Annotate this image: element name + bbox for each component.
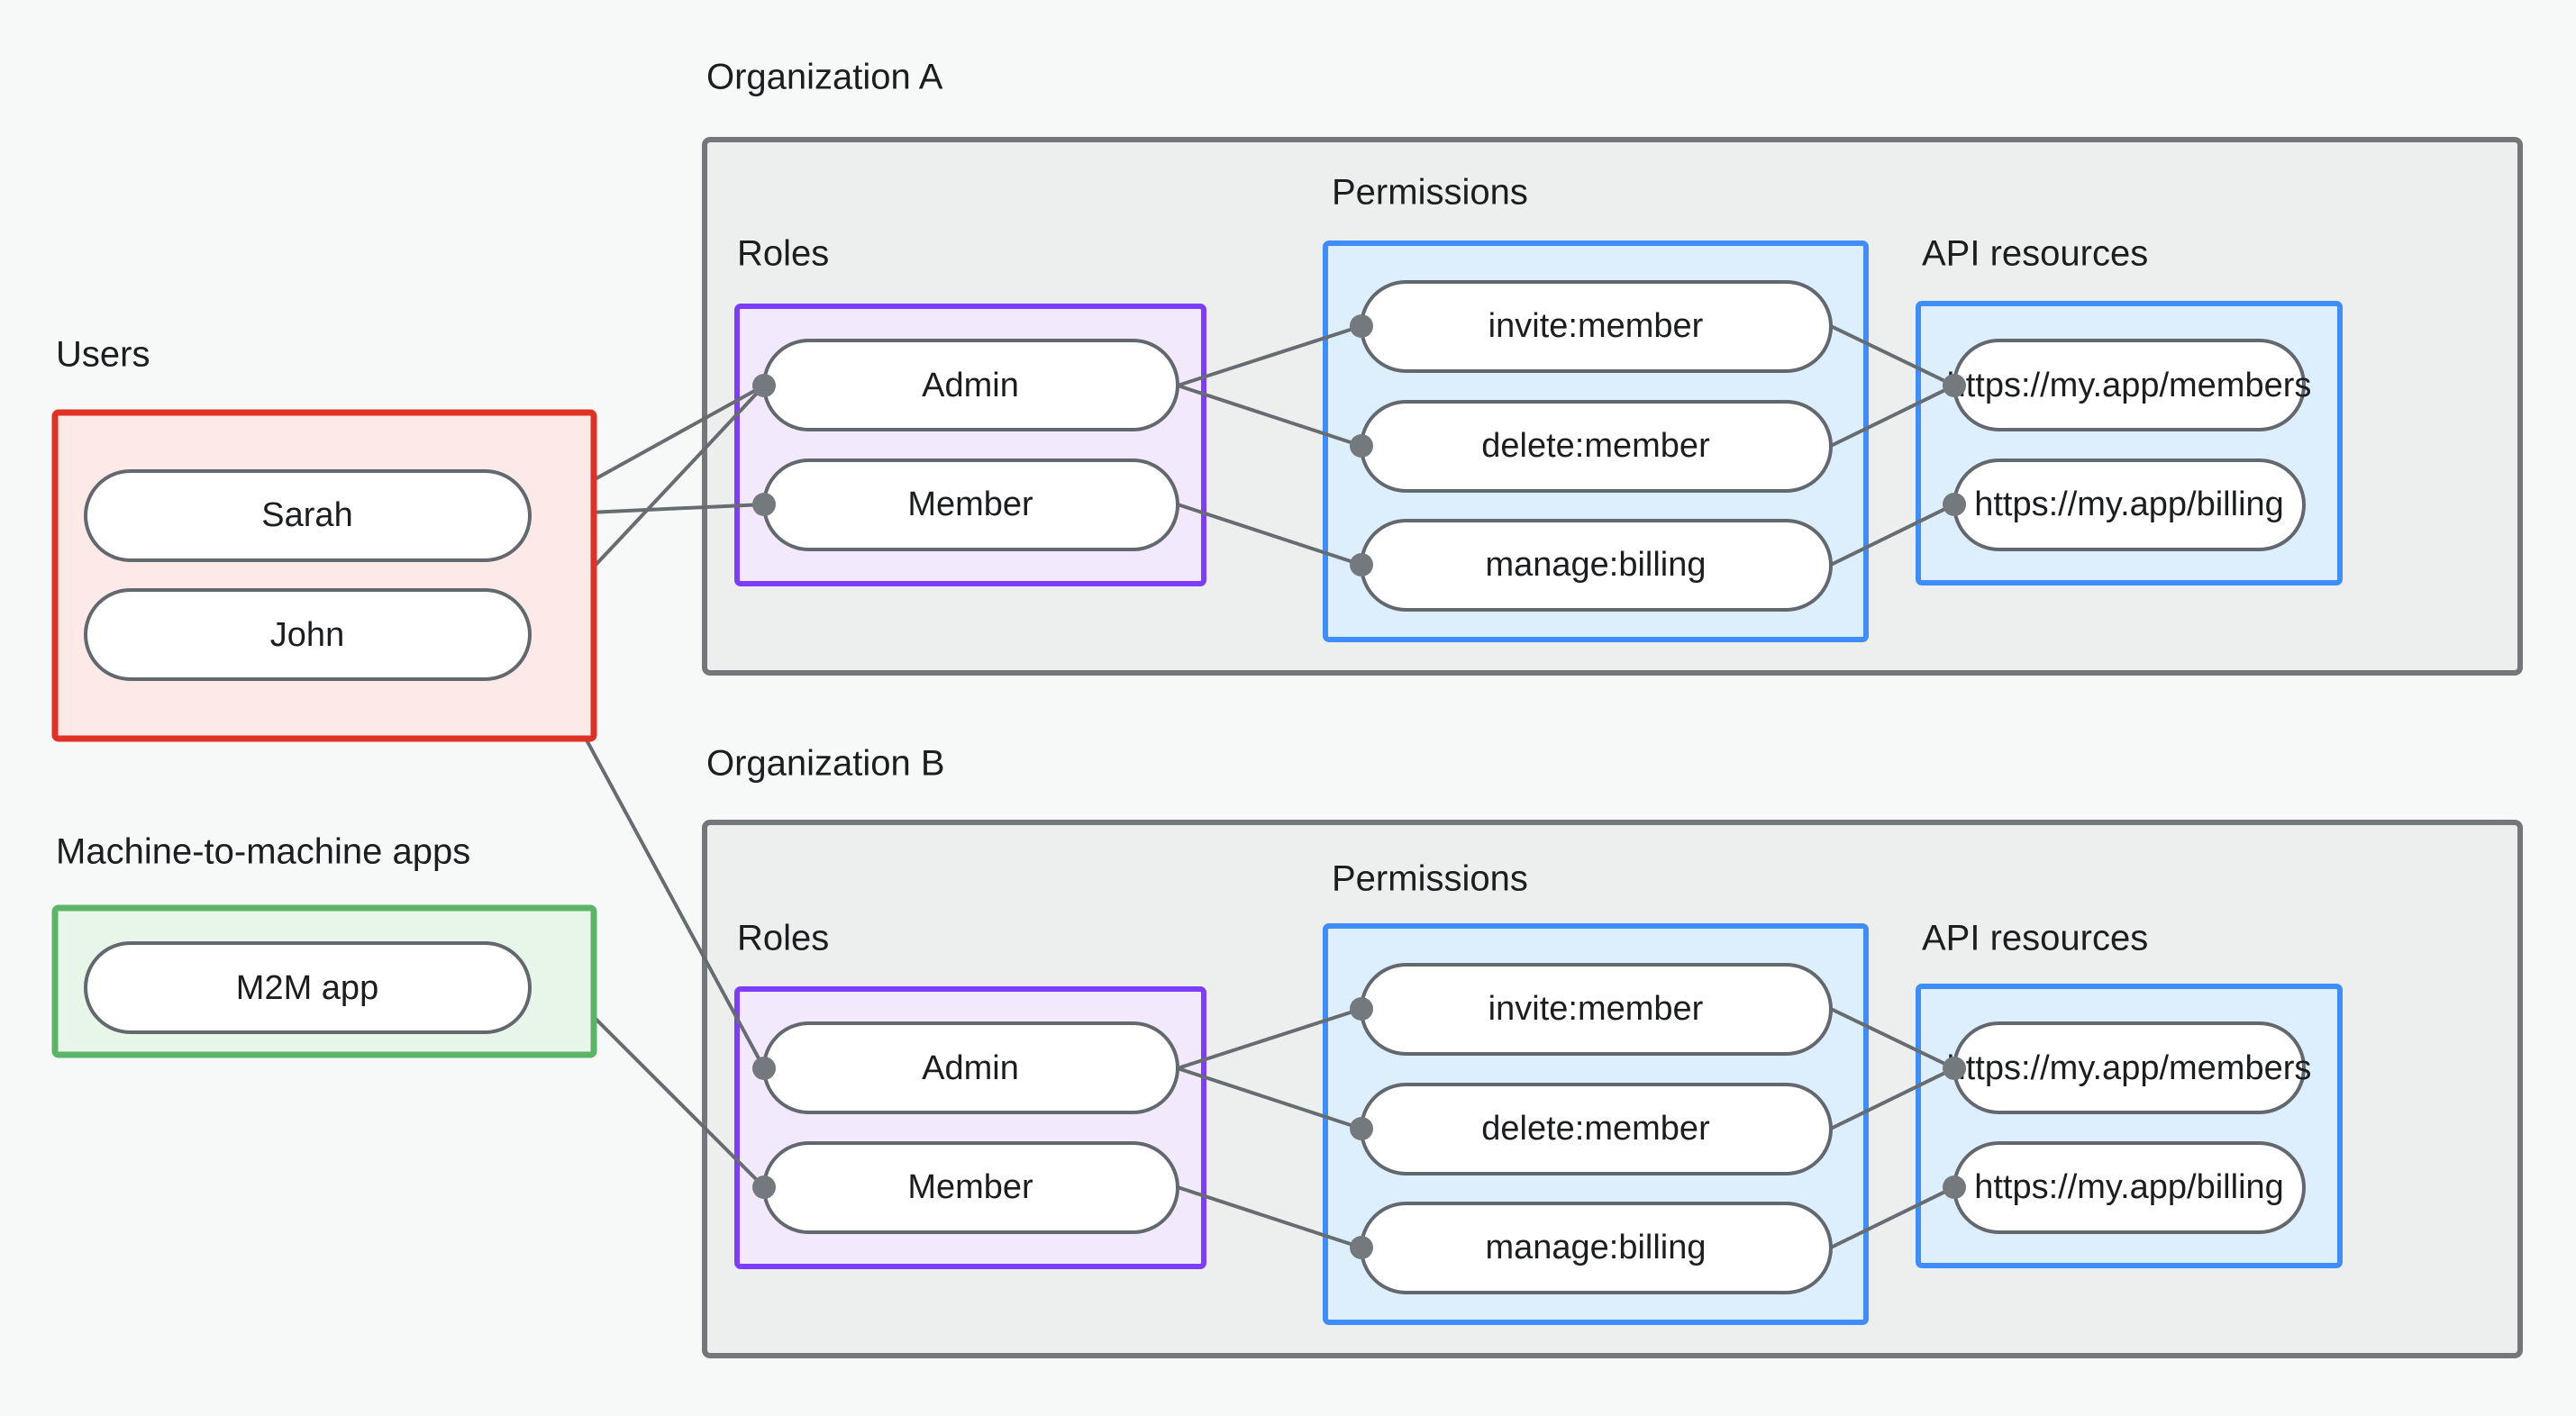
org-b-label: Organization B (706, 744, 945, 784)
user-node-sarah[interactable]: Sarah (84, 469, 532, 562)
org-a-api-resource-billing[interactable]: https://my.app/billing (1952, 458, 2306, 551)
dot-org-b-member (752, 1175, 776, 1199)
org-a-roles-label: Roles (737, 234, 829, 274)
org-b-permission-invite-member-label: invite:member (1488, 990, 1704, 1028)
org-a-role-member[interactable]: Member (762, 458, 1179, 551)
dot-org-b-billing-perm (1350, 1236, 1373, 1259)
edge-invite-members-a (1830, 324, 1955, 387)
dot-org-a-admin (752, 374, 776, 397)
edge-billing-billing-a (1830, 503, 1955, 567)
edge-member-billing-b (1177, 1185, 1362, 1249)
dot-org-b-delete (1350, 1117, 1373, 1140)
org-a-api-resources-label: API resources (1922, 234, 2148, 274)
edge-admin-delete-a (1177, 384, 1362, 448)
org-a-api-resource-members-label: https://my.app/members (1947, 367, 2312, 404)
users-label: Users (56, 335, 150, 375)
org-b-api-resource-members[interactable]: https://my.app/members (1947, 1021, 2312, 1114)
edge-delete-members-b (1830, 1067, 1955, 1130)
org-a-permission-manage-billing-label: manage:billing (1485, 546, 1706, 584)
org-a-permission-invite-member[interactable]: invite:member (1360, 280, 1833, 373)
edge-admin-invite-b (1177, 1007, 1362, 1070)
edge-member-billing-a (1177, 503, 1362, 567)
dot-org-b-members-res (1943, 1057, 1966, 1080)
edge-invite-members-b (1830, 1007, 1955, 1070)
org-a-api-resource-billing-label: https://my.app/billing (1974, 486, 2284, 523)
dot-org-b-invite (1350, 997, 1373, 1021)
org-a-permission-invite-member-label: invite:member (1488, 307, 1704, 345)
org-b-api-resource-members-label: https://my.app/members (1947, 1049, 2312, 1087)
org-b-role-member-label: Member (907, 1168, 1033, 1206)
org-b-permission-delete-member-label: delete:member (1481, 1110, 1710, 1148)
org-b-permission-manage-billing[interactable]: manage:billing (1360, 1202, 1833, 1294)
user-node-john-label: John (270, 616, 344, 654)
user-node-sarah-label: Sarah (261, 496, 352, 534)
org-a-permission-delete-member-label: delete:member (1481, 427, 1710, 465)
dot-org-b-billing-res (1943, 1175, 1966, 1199)
dot-org-a-members-res (1943, 374, 1966, 397)
org-b-api-resource-billing-label: https://my.app/billing (1974, 1168, 2284, 1206)
edge-admin-delete-b (1177, 1067, 1362, 1130)
org-b-role-admin[interactable]: Admin (762, 1021, 1179, 1114)
users-container (51, 409, 597, 742)
org-b-permissions-label: Permissions (1332, 859, 1528, 899)
dot-org-a-delete (1350, 434, 1373, 458)
dot-org-a-billing-res (1943, 493, 1966, 516)
org-a-permission-manage-billing[interactable]: manage:billing (1360, 519, 1833, 612)
org-b-api-resources-label: API resources (1922, 919, 2148, 958)
dot-org-a-member (752, 493, 776, 516)
org-b-api-resource-billing[interactable]: https://my.app/billing (1952, 1141, 2306, 1234)
org-a-api-resource-members[interactable]: https://my.app/members (1947, 339, 2312, 431)
org-a-role-admin-label: Admin (922, 367, 1019, 404)
org-a-role-member-label: Member (907, 486, 1033, 523)
m2m-node-app-label: M2M app (236, 969, 378, 1007)
m2m-node-app[interactable]: M2M app (84, 941, 532, 1034)
org-b-role-admin-label: Admin (922, 1049, 1019, 1087)
edge-admin-invite-a (1177, 324, 1362, 387)
org-b-roles-label: Roles (737, 919, 829, 958)
edge-delete-members-a (1830, 384, 1955, 448)
edge-billing-billing-b (1830, 1185, 1955, 1249)
dot-org-a-invite (1350, 314, 1373, 338)
org-b-permission-invite-member[interactable]: invite:member (1360, 963, 1833, 1056)
org-a-role-admin[interactable]: Admin (762, 339, 1179, 431)
org-a-permission-delete-member[interactable]: delete:member (1360, 400, 1833, 493)
org-b-permission-manage-billing-label: manage:billing (1485, 1229, 1706, 1266)
org-b-permission-delete-member[interactable]: delete:member (1360, 1083, 1833, 1175)
user-node-john[interactable]: John (84, 588, 532, 681)
dot-org-b-admin (752, 1057, 776, 1080)
dot-org-a-billing-perm (1350, 553, 1373, 576)
m2m-label: Machine-to-machine apps (56, 832, 470, 872)
org-a-permissions-label: Permissions (1332, 173, 1528, 213)
edge-m2m-to-member-b (563, 986, 766, 1189)
org-b-role-member[interactable]: Member (762, 1141, 1179, 1234)
org-a-label: Organization A (706, 58, 943, 97)
